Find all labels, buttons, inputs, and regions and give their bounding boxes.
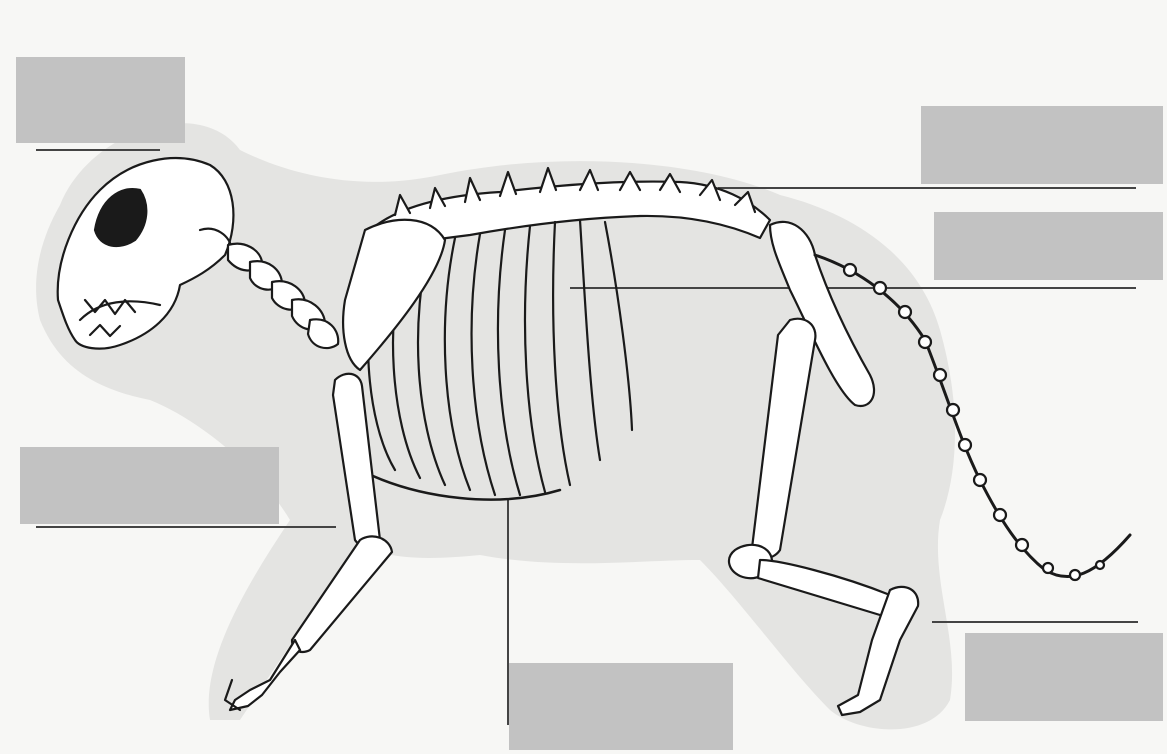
- label-box-spine[interactable]: [921, 106, 1163, 184]
- label-box-sternum[interactable]: [509, 663, 733, 750]
- label-box-ribs[interactable]: [934, 212, 1163, 280]
- label-box-hindfoot[interactable]: [965, 633, 1163, 721]
- label-box-skull[interactable]: [16, 57, 185, 143]
- label-box-foreleg[interactable]: [20, 447, 279, 524]
